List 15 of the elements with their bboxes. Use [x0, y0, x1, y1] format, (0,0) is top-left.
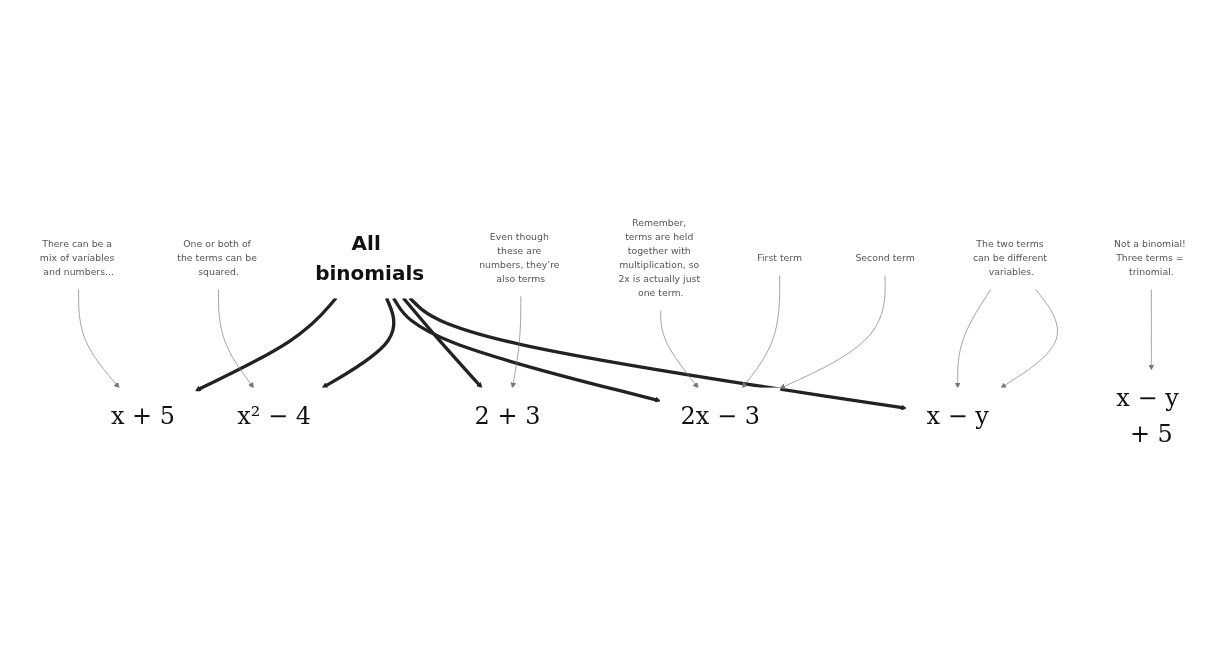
- node-text: There can be a mix of variables and numbers...: [39, 238, 115, 278]
- node-text: Remember, terms are held together with multiplication, so 2x is actually just one term.: [618, 217, 701, 299]
- node-text: x − y + 5: [1116, 383, 1179, 448]
- node-text: Not a binomial! Three terms = trinomial.: [1113, 238, 1186, 278]
- node-text: x − y: [926, 401, 989, 430]
- node-text: Second term: [855, 252, 915, 264]
- node-text: Even though these are numbers, they’re also terms: [479, 231, 560, 285]
- arrow: [321, 297, 396, 389]
- node-text: All binomials: [315, 231, 425, 285]
- node-text: x² − 4: [237, 401, 311, 430]
- node-text: One or both of the terms can be squared.: [177, 238, 257, 278]
- node-text: 2 + 3: [474, 401, 541, 430]
- node-text: First term: [757, 252, 803, 264]
- node-text: The two terms can be different variables.: [972, 238, 1047, 278]
- node-text: x + 5: [110, 401, 176, 430]
